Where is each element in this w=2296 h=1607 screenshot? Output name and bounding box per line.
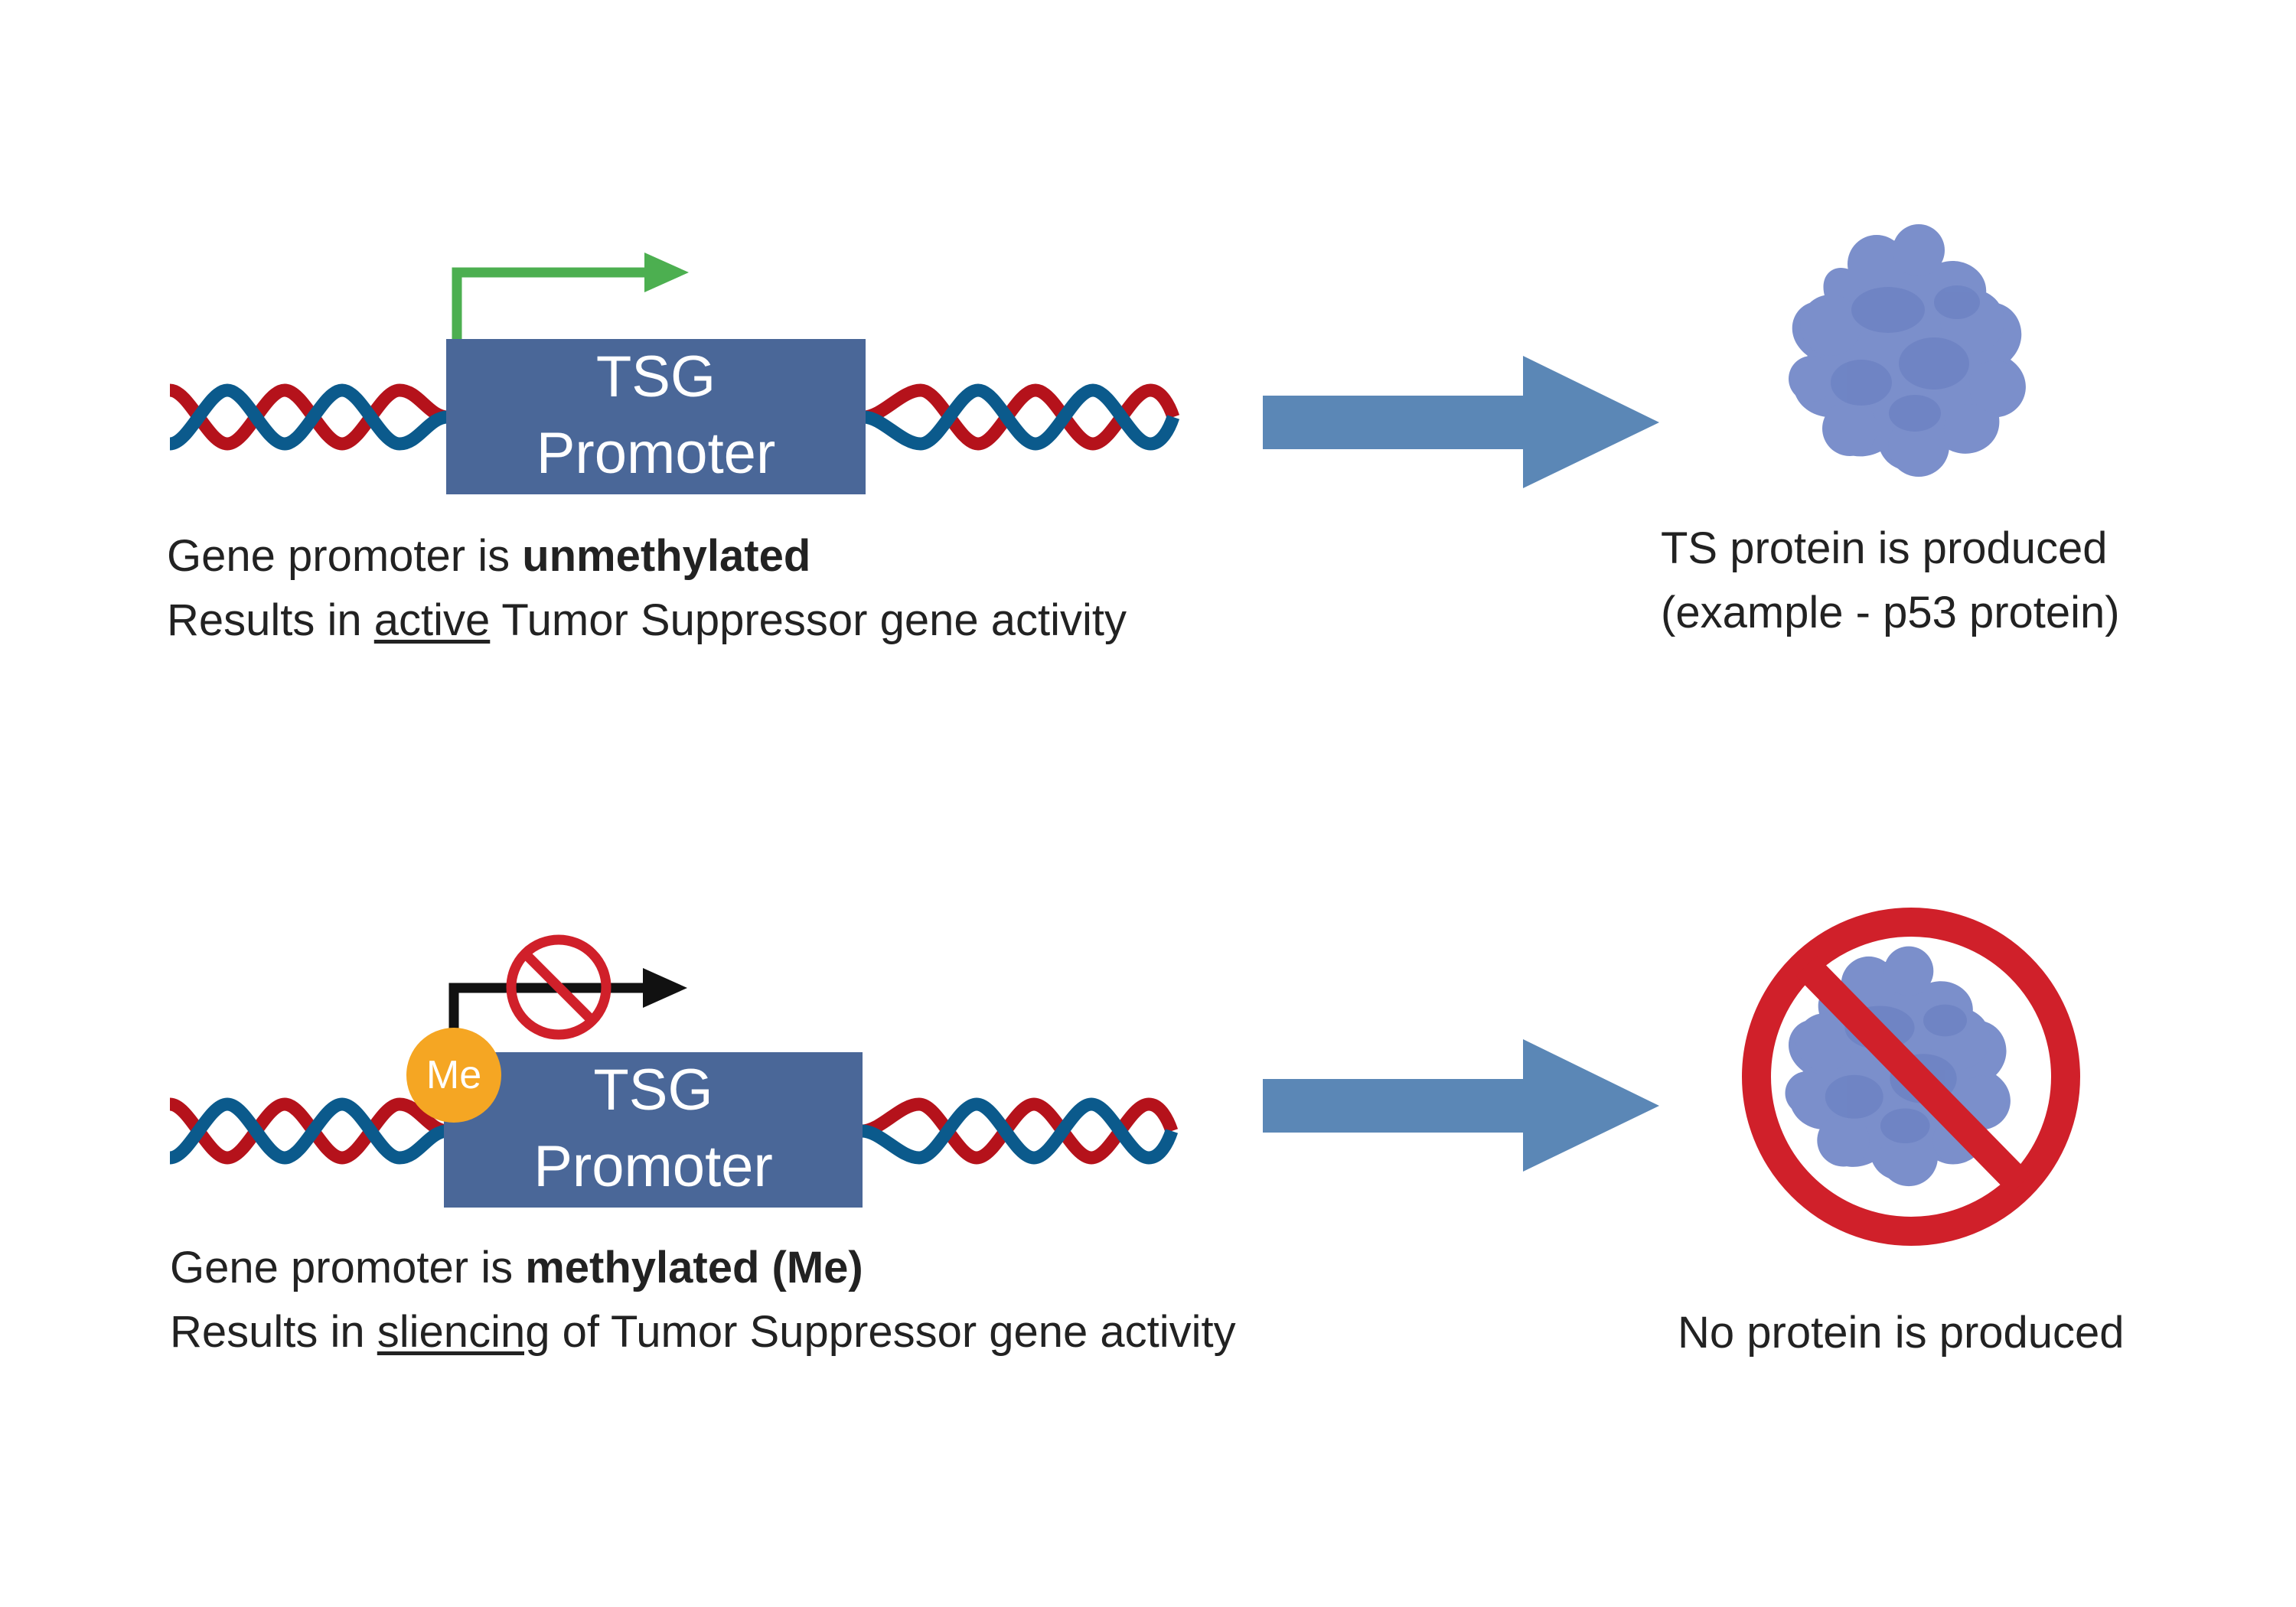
methyl-label: Me	[426, 1053, 482, 1097]
caption-text: Results in	[170, 1307, 377, 1357]
result-line1: No protein is produced	[1678, 1308, 2125, 1358]
result-line2: (example - p53 protein)	[1661, 588, 2120, 637]
process-arrow-bottom	[1263, 1039, 1659, 1172]
box-label-line1: TSG	[593, 1058, 713, 1123]
promoter-box-top	[446, 339, 866, 494]
result-line1: TS protein is produced	[1661, 523, 2108, 573]
caption-text: Gene promoter is	[170, 1243, 526, 1292]
caption-text: Gene promoter is	[167, 531, 523, 581]
result-caption-top: TS protein is produced (example - p53 pr…	[1661, 517, 2120, 645]
process-arrow-top	[1263, 356, 1659, 488]
dna-helix-right-bottom	[860, 1097, 1179, 1165]
dna-helix-left-bottom	[168, 1097, 449, 1165]
methyl-group-icon	[406, 1028, 501, 1123]
promoter-box-label-bottom: TSG Promoter	[444, 1052, 863, 1208]
caption-text: of Tumor Suppressor gene activity	[550, 1307, 1236, 1357]
promoter-box-bottom	[444, 1052, 863, 1208]
caption-text: Tumor Suppressor gene activity	[490, 595, 1127, 645]
transcription-arrow-icon-active	[452, 253, 689, 339]
protein-icon-top	[1789, 224, 2026, 477]
dna-helix-left-top	[168, 383, 449, 451]
caption-top: Gene promoter is unmethylated Results in…	[167, 524, 1127, 653]
caption-line2: Results in sliencing of Tumor Suppressor…	[170, 1300, 1236, 1364]
promoter-box-label-top: TSG Promoter	[446, 339, 866, 494]
caption-line2: Results in active Tumor Suppressor gene …	[167, 588, 1127, 653]
caption-underlined-text: active	[373, 595, 491, 645]
caption-line1: Gene promoter is methylated (Me)	[170, 1236, 1236, 1300]
box-label-line1: TSG	[595, 344, 716, 409]
box-label-line2: Promoter	[536, 421, 776, 486]
caption-bold-text: methylated (Me)	[525, 1243, 863, 1292]
result-caption-bottom: No protein is produced	[1678, 1301, 2125, 1365]
caption-line1: Gene promoter is unmethylated	[167, 524, 1127, 588]
no-symbol-icon-small	[506, 934, 612, 1040]
no-symbol-icon-large	[1742, 908, 2080, 1246]
caption-text: Results in	[167, 595, 374, 645]
dna-helix-right-top	[862, 383, 1180, 451]
caption-underlined-text: sliencing	[377, 1307, 550, 1357]
box-label-line2: Promoter	[533, 1134, 773, 1199]
caption-bottom: Gene promoter is methylated (Me) Results…	[170, 1236, 1236, 1364]
caption-bold-text: unmethylated	[522, 531, 811, 581]
